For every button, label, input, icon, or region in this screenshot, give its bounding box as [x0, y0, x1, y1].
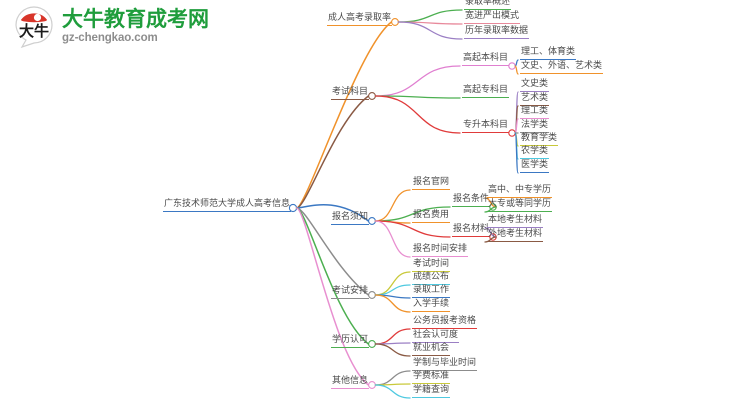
mindmap-edge — [295, 204, 370, 222]
mindmap-edge — [374, 220, 451, 238]
mindmap-edge — [374, 384, 411, 399]
mindmap-edge — [374, 220, 411, 258]
mindmap-edge — [374, 95, 461, 134]
mindmap-node-handle[interactable] — [368, 92, 376, 100]
mindmap-edge — [514, 59, 519, 67]
mindmap-node-label[interactable]: 教育学类 — [520, 133, 559, 146]
mindmap-node-label[interactable]: 理工类 — [520, 106, 550, 119]
mindmap-edge — [295, 21, 393, 209]
mindmap-edge — [374, 343, 411, 357]
mindmap-edge — [374, 294, 411, 313]
mindmap-node-label[interactable]: 高起专科目 — [462, 85, 510, 98]
mindmap-node-handle[interactable] — [508, 62, 516, 70]
logo-title: 大牛教育成考网 — [62, 7, 209, 32]
mindmap-node-label[interactable]: 报名时间安排 — [412, 244, 469, 257]
mindmap-edge — [374, 328, 411, 345]
mindmap-node-handle[interactable] — [391, 18, 399, 26]
mindmap-node-label[interactable]: 报名须知 — [330, 212, 369, 225]
mindmap-edge — [374, 95, 461, 99]
mindmap-node-label[interactable]: 录取率概述 — [464, 0, 512, 10]
mindmap-node-label[interactable]: 艺术类 — [520, 93, 550, 106]
mindmap-edge — [374, 206, 451, 222]
mindmap-node-label[interactable]: 高中、中专学历 — [487, 185, 553, 198]
mindmap-node-label[interactable]: 文史类 — [520, 79, 550, 92]
site-logo[interactable]: 大牛 大牛教育成考网 gz-chengkao.com — [12, 6, 209, 49]
mindmap-edge — [514, 65, 519, 75]
mindmap-node-label[interactable]: 公务员报考资格 — [412, 316, 478, 329]
mindmap-edge — [397, 21, 463, 40]
mindmap-node-label[interactable]: 大专或等同学历 — [487, 199, 553, 212]
mindmap-node-label[interactable]: 法学类 — [520, 120, 550, 133]
mindmap-node-label[interactable]: 成绩公布 — [412, 272, 451, 285]
mindmap-edge — [374, 271, 411, 296]
mindmap-edge — [374, 370, 411, 386]
mindmap-node-label[interactable]: 考试时间 — [412, 259, 451, 272]
mindmap-edge — [295, 207, 370, 345]
mindmap-node-handle[interactable] — [368, 291, 376, 299]
mindmap-node-label[interactable]: 文史、外语、艺术类 — [520, 61, 604, 74]
mindmap-node-label[interactable]: 其他信息 — [330, 376, 369, 389]
mindmap-node-handle[interactable] — [368, 381, 376, 389]
logo-subtitle: gz-chengkao.com — [62, 32, 158, 45]
mindmap-node-label[interactable]: 入学手续 — [412, 299, 451, 312]
mindmap-edge — [374, 284, 411, 296]
mindmap-edge — [397, 9, 463, 23]
mindmap-node-label[interactable]: 医学类 — [520, 160, 550, 173]
mindmap-edge — [295, 207, 370, 386]
mindmap-node-label[interactable]: 高起本科目 — [462, 53, 510, 66]
mindmap-node-label[interactable]: 外地考生材料 — [487, 229, 544, 242]
mindmap-edge — [484, 206, 497, 213]
mindmap-edge — [374, 65, 461, 97]
mindmap-node-label[interactable]: 广东技术师范大学成人高考信息 — [162, 199, 291, 212]
mindmap-node-label[interactable]: 农学类 — [520, 146, 550, 159]
mindmap-edge — [295, 95, 370, 209]
mindmap-node-handle[interactable] — [368, 340, 376, 348]
mindmap-edge — [295, 207, 370, 296]
mindmap-node-label[interactable]: 成人高考录取率 — [326, 13, 392, 26]
mindmap-node-handle[interactable] — [508, 129, 516, 137]
mindmap-node-label[interactable]: 报名条件 — [452, 194, 491, 207]
logo-mark-icon: 大牛 — [12, 6, 56, 49]
mindmap-node-label[interactable]: 报名费用 — [412, 210, 451, 223]
mindmap-node-label[interactable]: 学费标准 — [412, 371, 451, 384]
mindmap-node-label[interactable]: 宽进严出模式 — [464, 11, 521, 24]
mindmap-node-label[interactable]: 就业机会 — [412, 343, 451, 356]
mindmap-node-label[interactable]: 理工、体育类 — [520, 47, 577, 60]
mindmap-node-label[interactable]: 专升本科目 — [462, 120, 510, 133]
mindmap-edge — [514, 132, 519, 174]
mindmap-edge — [484, 236, 497, 243]
mindmap-node-label[interactable]: 考试科目 — [330, 87, 369, 100]
svg-text:大牛: 大牛 — [19, 22, 49, 40]
logo-text: 大牛教育成考网 gz-chengkao.com — [62, 9, 209, 45]
mindmap-node-label[interactable]: 报名材料 — [452, 224, 491, 237]
mindmap-node-label[interactable]: 学历认可 — [330, 335, 369, 348]
mindmap-node-label[interactable]: 报名官网 — [412, 177, 451, 190]
mindmap-node-label[interactable]: 社会认可度 — [412, 330, 460, 343]
mindmap-node-label[interactable]: 本地考生材料 — [487, 215, 544, 228]
mindmap-node-label[interactable]: 历年录取率数据 — [464, 26, 530, 39]
mindmap-node-label[interactable]: 录取工作 — [412, 285, 451, 298]
mindmap-node-label[interactable]: 学制与毕业时间 — [412, 358, 478, 371]
mindmap-edge — [374, 189, 411, 222]
mindmap-node-label[interactable]: 考试安排 — [330, 286, 369, 299]
mindmap-node-label[interactable]: 学籍查询 — [412, 385, 451, 398]
mindmap-node-handle[interactable] — [368, 217, 376, 225]
